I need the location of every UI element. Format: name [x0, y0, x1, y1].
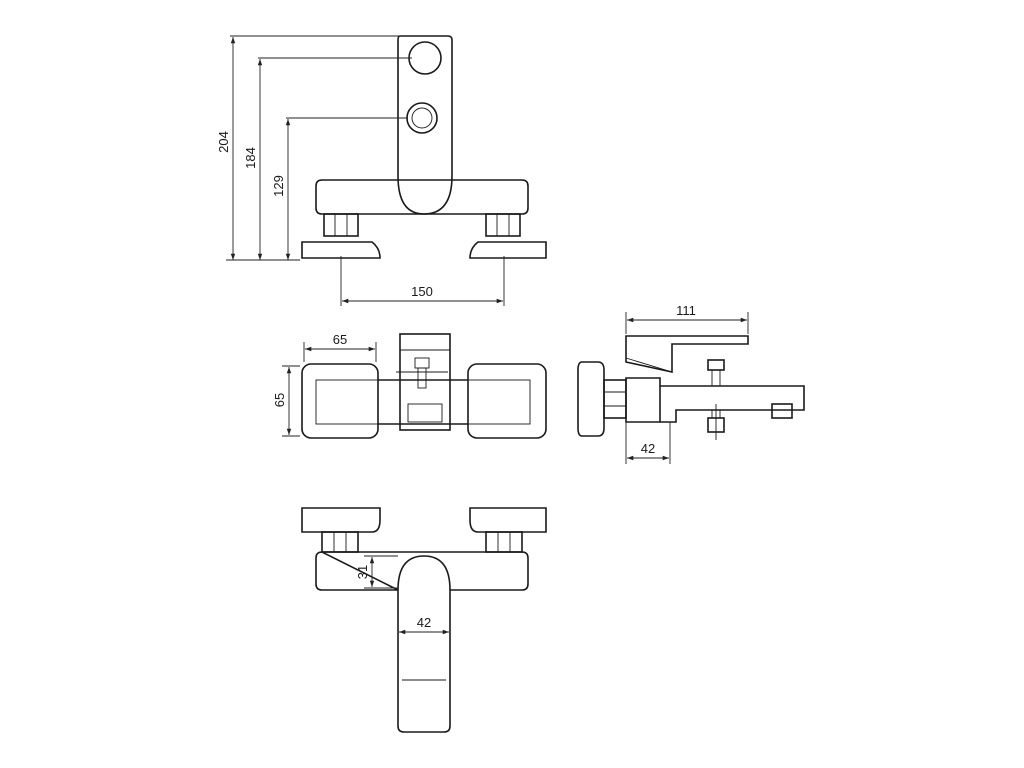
front-nut-left: [323, 213, 359, 237]
dim-label-65-v: 65: [272, 393, 287, 407]
side-spout: [660, 385, 805, 423]
dim-label-65-h: 65: [333, 332, 347, 347]
side-view: [577, 335, 805, 440]
front-lever: [397, 35, 453, 215]
lever-circle-outer: [406, 102, 438, 134]
bottom-nut-right: [485, 531, 523, 553]
front-dimensions: 204 184 129 150: [216, 35, 505, 306]
front-body: [315, 179, 529, 215]
dim-label-42-side: 42: [641, 441, 655, 456]
dim-label-42-bottom: 42: [417, 615, 431, 630]
dim-label-204: 204: [216, 131, 231, 153]
dim-label-184: 184: [243, 147, 258, 169]
front-view: [301, 35, 547, 259]
lever-circle-inner: [411, 107, 433, 129]
side-dimensions: 111 42: [625, 303, 749, 464]
bottom-nut-left: [321, 531, 359, 553]
lever-circle-top: [408, 41, 442, 75]
side-body: [625, 377, 661, 423]
side-diverter-cap: [707, 359, 725, 371]
top-escutcheon-left: [301, 363, 379, 439]
side-lever: [625, 335, 749, 373]
bottom-escutcheon-right: [469, 507, 547, 533]
top-view: [301, 333, 547, 439]
top-dimensions: 65 65: [272, 332, 377, 437]
bottom-body: [315, 551, 529, 591]
bottom-escutcheon-left: [301, 507, 381, 533]
bottom-dimensions: 31 42: [355, 555, 449, 635]
dim-label-150: 150: [411, 284, 433, 299]
bottom-view: [301, 507, 547, 733]
side-aerator: [771, 403, 793, 419]
side-escutcheon: [577, 361, 605, 437]
side-nut: [603, 379, 627, 419]
dim-label-31: 31: [355, 565, 370, 579]
bottom-lever: [397, 555, 451, 733]
front-escutcheon-left: [301, 241, 381, 259]
front-escutcheon-right: [469, 241, 547, 259]
dim-label-111: 111: [676, 303, 696, 318]
front-nut-right: [485, 213, 521, 237]
dim-label-129: 129: [271, 175, 286, 197]
top-escutcheon-right: [467, 363, 547, 439]
top-lever: [399, 333, 451, 431]
